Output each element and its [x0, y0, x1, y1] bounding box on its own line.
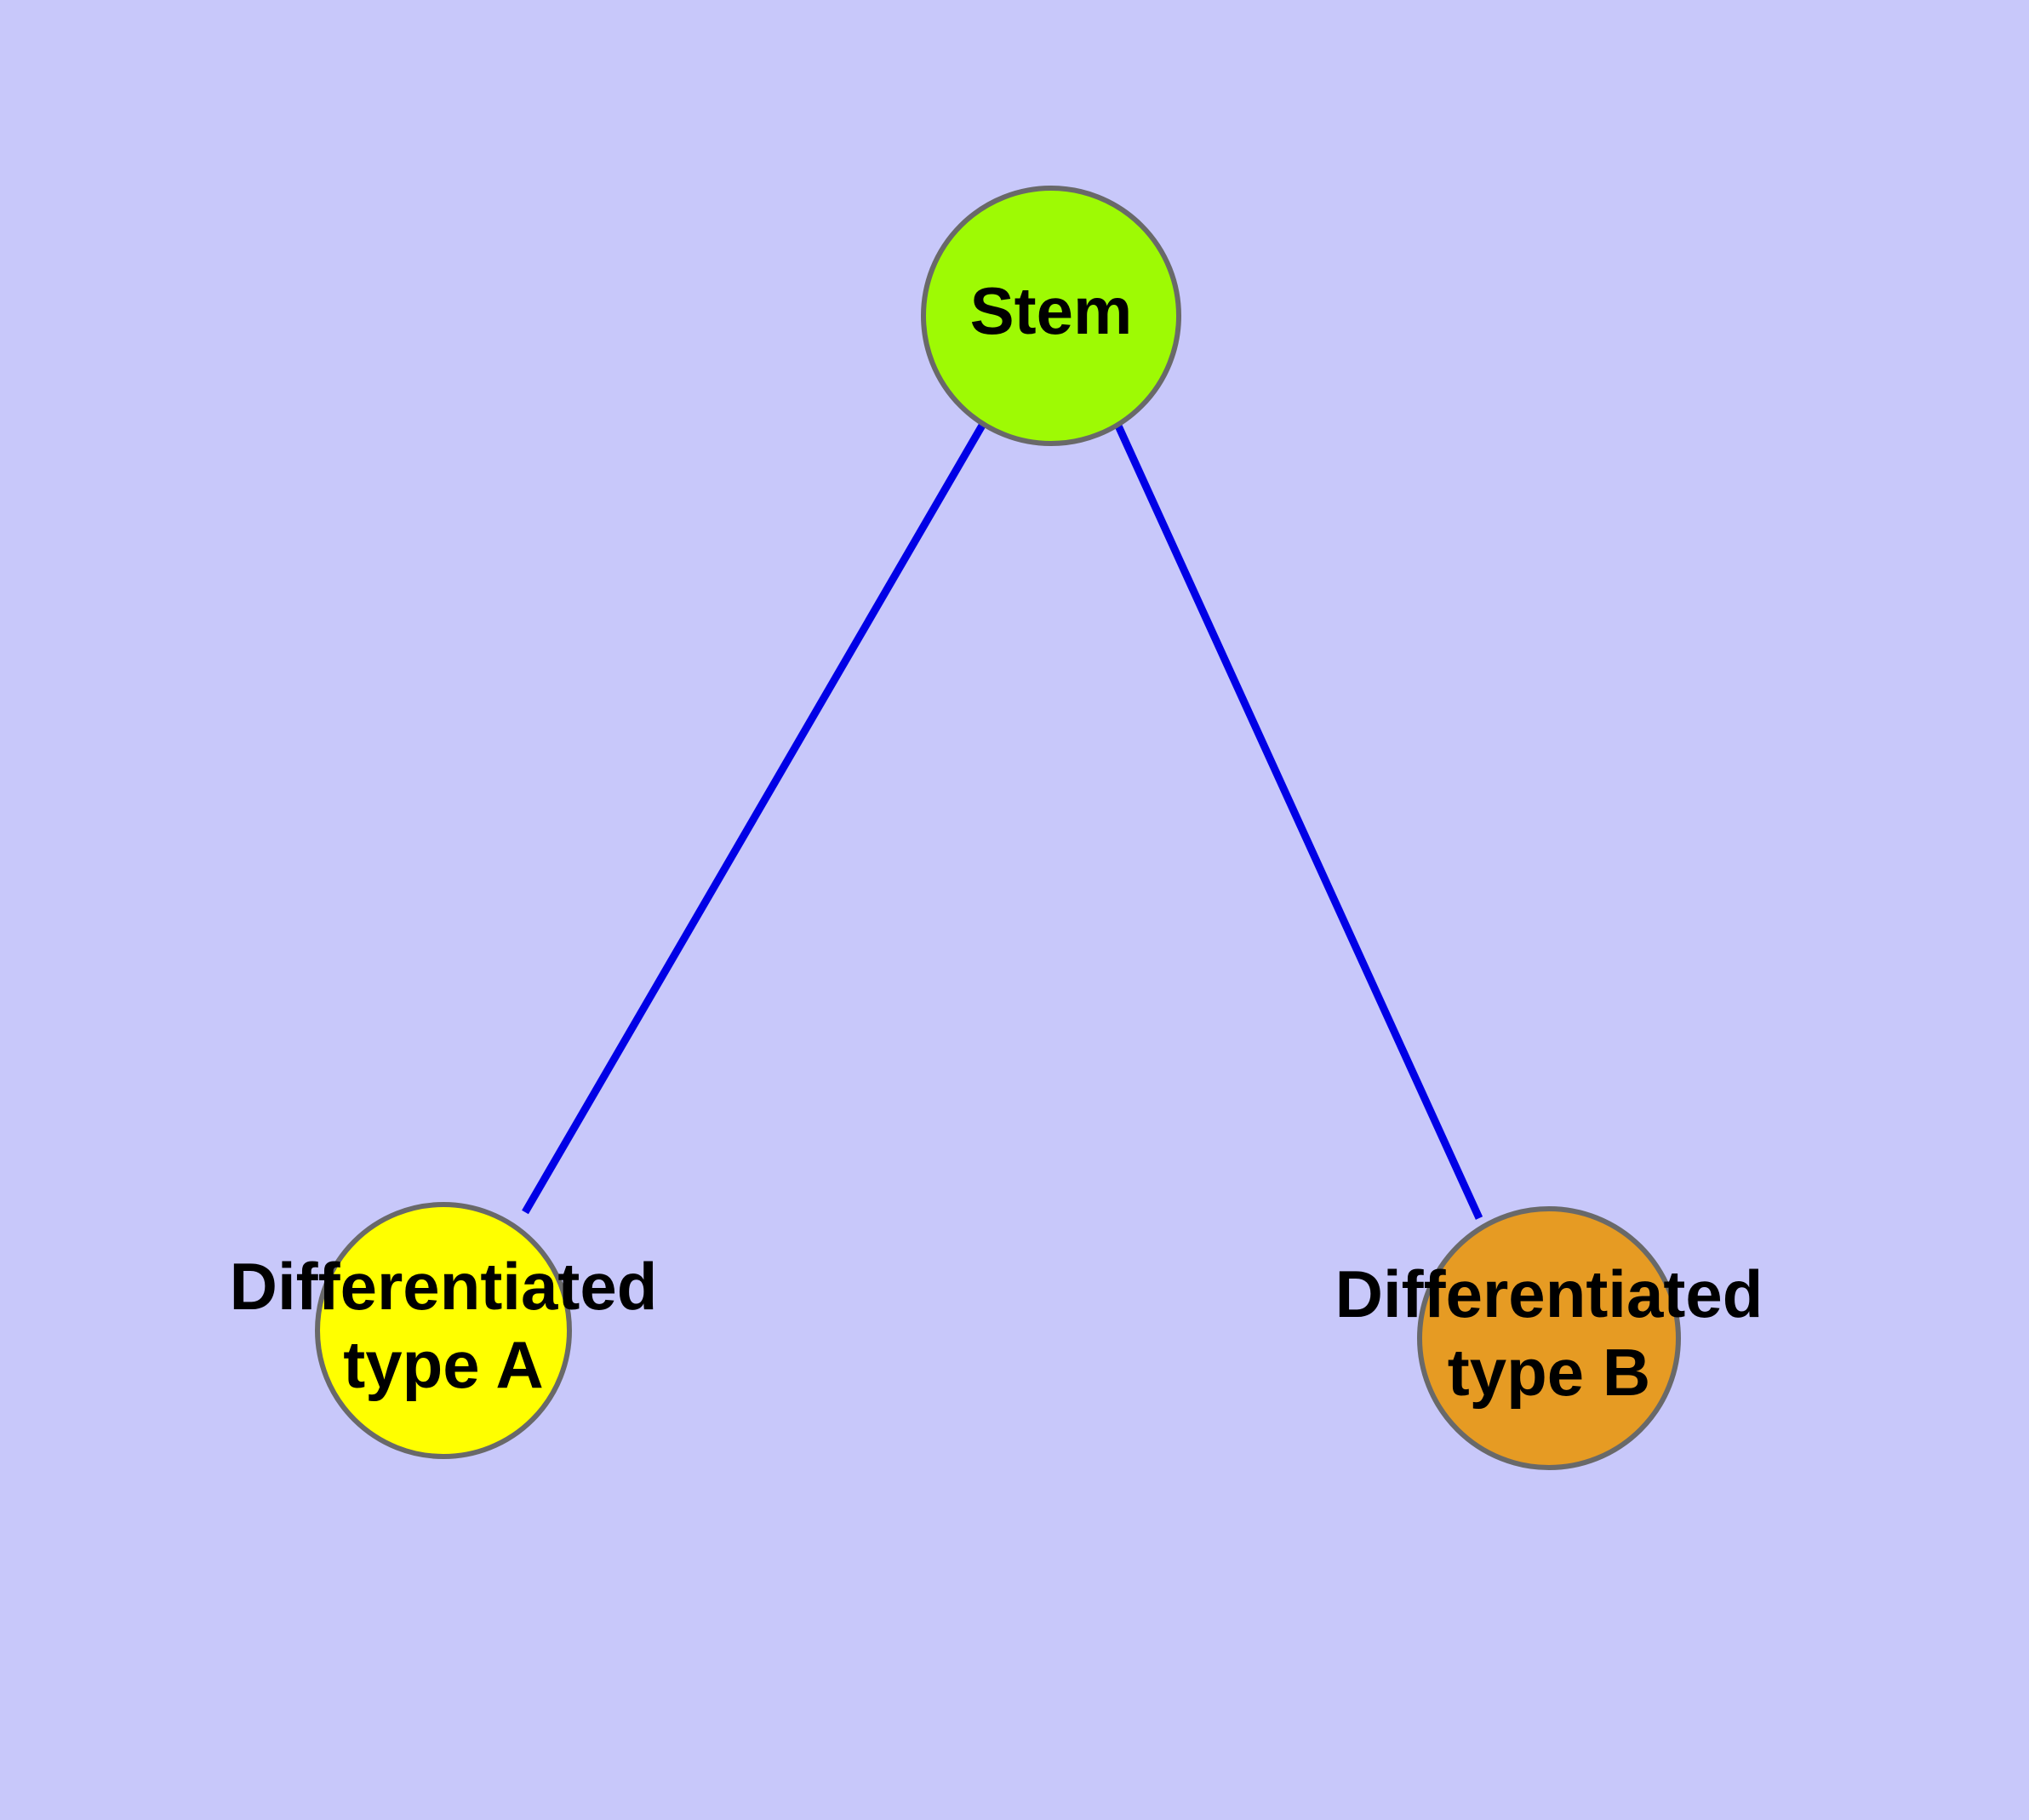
node-circle-diff_a[interactable]: [315, 1202, 572, 1459]
node-label-line: type A: [343, 1327, 544, 1402]
node-label-line: Differentiated: [1335, 1256, 1763, 1331]
node-label-line: Stem: [970, 273, 1133, 348]
edges-layer: [522, 421, 1483, 1220]
edge-stem-diff-b: [1113, 422, 1483, 1220]
edge-stem-diff-a: [522, 421, 986, 1215]
node-circle-stem[interactable]: [921, 186, 1181, 446]
node-label-line: Differentiated: [230, 1249, 658, 1324]
nodes-layer: [315, 186, 1681, 1470]
node-label-line: type B: [1448, 1335, 1650, 1410]
node-label-stem: Stem: [970, 273, 1133, 348]
node-circle-diff_b[interactable]: [1417, 1206, 1681, 1470]
